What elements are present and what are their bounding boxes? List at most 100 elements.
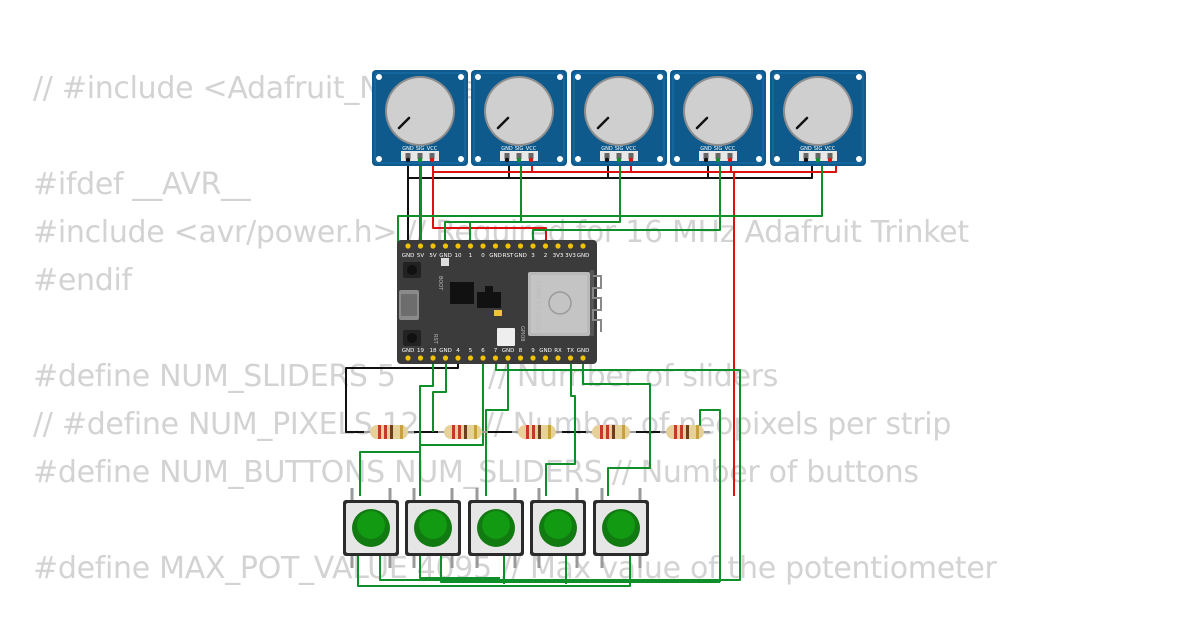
wire-sig-3 bbox=[469, 166, 621, 246]
code-line: #ifdef __AVR__ bbox=[33, 167, 251, 202]
button-leg bbox=[575, 556, 579, 568]
button-leg bbox=[537, 556, 541, 568]
pot-pin-label: VCC bbox=[825, 146, 836, 152]
boot-label: BOOT bbox=[437, 276, 443, 291]
board-top-pin bbox=[567, 243, 574, 249]
wire-end bbox=[516, 157, 522, 163]
board-top-pin-label: 5V bbox=[429, 253, 436, 259]
mount-hole bbox=[756, 156, 762, 162]
button-leg bbox=[412, 488, 416, 500]
board-bottom-pin-label: 7 bbox=[494, 348, 498, 354]
button-leg bbox=[350, 556, 354, 568]
resistor-band bbox=[548, 425, 551, 439]
code-line: #define NUM_BUTTONS NUM_SLIDERS // Numbe… bbox=[33, 455, 919, 490]
board-bottom-pin bbox=[542, 355, 549, 361]
pot-board-edge bbox=[374, 72, 466, 164]
boot-button-cap bbox=[407, 265, 417, 275]
board-bottom-pin bbox=[442, 355, 449, 361]
regulator bbox=[477, 292, 501, 308]
board-bottom-pin-label: 19 bbox=[417, 348, 424, 354]
wire-vcc-bus bbox=[432, 166, 837, 173]
board-bottom-pin bbox=[505, 355, 511, 361]
board-bottom-pin-label: GND bbox=[439, 348, 452, 354]
resistor-band bbox=[452, 425, 455, 439]
mount-hole bbox=[458, 156, 464, 162]
board-top-pin bbox=[555, 243, 561, 249]
board-top-pin-label: 1 bbox=[469, 253, 473, 259]
board-top-pin-label: 3V3 bbox=[565, 253, 576, 259]
pot-pin-label: GND bbox=[601, 146, 613, 152]
wire-ends bbox=[405, 157, 833, 163]
board-bottom-pin bbox=[480, 355, 486, 361]
resistor-band bbox=[400, 425, 403, 439]
wire-end bbox=[715, 157, 721, 163]
antenna-trace bbox=[592, 275, 602, 332]
module-logo bbox=[548, 291, 572, 315]
resistor bbox=[512, 425, 562, 439]
pushbuttons bbox=[343, 488, 649, 568]
wire-end bbox=[803, 157, 809, 163]
mount-hole bbox=[756, 74, 762, 80]
wire-end bbox=[405, 157, 411, 163]
antenna-keepout bbox=[590, 270, 594, 336]
pot-pin bbox=[417, 153, 423, 159]
board-bottom-pin-label: RX bbox=[554, 348, 562, 354]
wire-end bbox=[417, 157, 423, 163]
board-top-pin bbox=[542, 243, 549, 249]
module-label: ESP32-C3-MINI-1 bbox=[536, 279, 543, 330]
button-leg bbox=[638, 556, 642, 568]
board-top-pin bbox=[405, 243, 411, 249]
mount-hole bbox=[557, 74, 563, 80]
wire-end bbox=[616, 157, 622, 163]
pot-pointer bbox=[795, 116, 809, 130]
mount-hole bbox=[475, 74, 481, 80]
board-bottom-pin-label: 5 bbox=[469, 348, 473, 354]
rst-label: RST bbox=[432, 334, 438, 345]
mount-hole bbox=[575, 74, 581, 80]
mount-hole bbox=[475, 156, 481, 162]
button-leg bbox=[513, 488, 517, 500]
mount-hole bbox=[856, 74, 862, 80]
resistor-band bbox=[458, 425, 461, 439]
wires bbox=[345, 166, 837, 587]
mount-hole bbox=[674, 74, 680, 80]
pot-pin-label: VCC bbox=[725, 146, 736, 152]
regulator-tab bbox=[485, 286, 493, 292]
wire-btn-6 bbox=[582, 358, 651, 496]
resistor-band bbox=[384, 425, 387, 439]
board-bottom-pin-label: GND bbox=[577, 348, 590, 354]
wire-end bbox=[504, 157, 510, 163]
resistor bbox=[438, 425, 488, 439]
wire-res-gnd bbox=[345, 358, 459, 433]
button-cap-top bbox=[544, 511, 572, 539]
pot-board-edge bbox=[473, 72, 565, 164]
pot-pin-label: GND bbox=[700, 146, 712, 152]
button-leg bbox=[475, 488, 479, 500]
pot-pin-label: GND bbox=[501, 146, 513, 152]
pot-pin bbox=[528, 153, 534, 159]
button-leg bbox=[412, 556, 416, 568]
button-leg bbox=[600, 488, 604, 500]
board-bottom-pin-label: GND bbox=[502, 348, 515, 354]
wire-end bbox=[827, 157, 833, 163]
pot-pin-label: VCC bbox=[427, 146, 438, 152]
pot-pin-label: SIG bbox=[814, 146, 823, 152]
pot-pin bbox=[429, 153, 435, 159]
wire-vcc-to-board bbox=[432, 172, 547, 246]
pot-board-edge bbox=[573, 72, 665, 164]
pushbutton bbox=[468, 488, 524, 568]
board-bottom-pin bbox=[555, 355, 561, 361]
board-top-pin bbox=[480, 243, 486, 249]
board-bottom-pin bbox=[530, 355, 536, 361]
pushbutton bbox=[343, 488, 399, 568]
wire-end bbox=[727, 157, 733, 163]
button-leg bbox=[513, 556, 517, 568]
wire-end bbox=[703, 157, 709, 163]
board-top-pin-label: RST bbox=[503, 253, 514, 259]
pot-pin bbox=[516, 153, 522, 159]
